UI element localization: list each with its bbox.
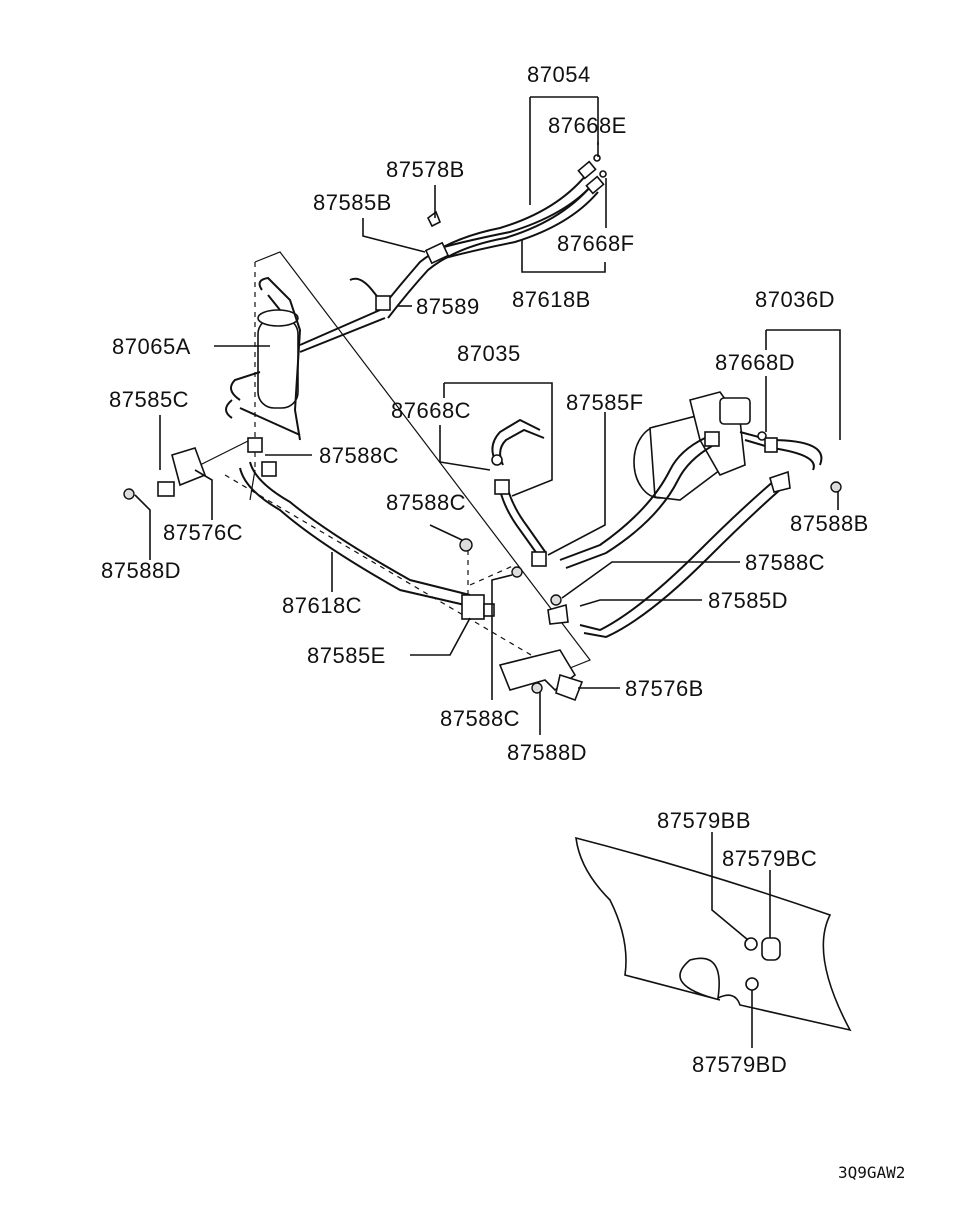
top-hose-assembly bbox=[349, 154, 607, 319]
label-87576b: 87576B bbox=[625, 676, 704, 701]
label-87585e: 87585E bbox=[307, 643, 386, 668]
label-87036d: 87036D bbox=[755, 287, 835, 312]
label-87579bd: 87579BD bbox=[692, 1052, 787, 1077]
leader-lines bbox=[134, 96, 841, 1048]
label-87668e: 87668E bbox=[548, 113, 627, 138]
label-87065a: 87065A bbox=[112, 334, 191, 359]
label-87578b: 87578B bbox=[386, 157, 465, 182]
label-87579bc: 87579BC bbox=[722, 846, 817, 871]
bolts bbox=[123, 481, 842, 694]
label-87576c: 87576C bbox=[163, 520, 243, 545]
condenser-outline bbox=[199, 251, 591, 673]
lower-hose bbox=[239, 437, 495, 620]
label-87618c: 87618C bbox=[282, 593, 362, 618]
compressor bbox=[547, 391, 823, 639]
label-87668d: 87668D bbox=[715, 350, 795, 375]
label-87588c-a: 87588C bbox=[319, 443, 399, 468]
label-87588d-b: 87588D bbox=[507, 740, 587, 765]
receiver-drier bbox=[225, 276, 386, 441]
label-87588b: 87588B bbox=[790, 511, 869, 536]
label-87585c: 87585C bbox=[109, 387, 189, 412]
label-87618b: 87618B bbox=[512, 287, 591, 312]
label-87589: 87589 bbox=[416, 294, 480, 319]
part-labels: 87054 87668E 87578B 87585B 87668F 87589 … bbox=[101, 62, 905, 1182]
label-87588d-a: 87588D bbox=[101, 558, 181, 583]
label-87588c-b: 87588C bbox=[386, 490, 466, 515]
label-87588c-d: 87588C bbox=[440, 706, 520, 731]
label-87668c: 87668C bbox=[391, 398, 471, 423]
label-87054: 87054 bbox=[527, 62, 591, 87]
diagram-code: 3Q9GAW2 bbox=[838, 1163, 905, 1182]
label-87585f: 87585F bbox=[566, 390, 644, 415]
label-87588c-c: 87588C bbox=[745, 550, 825, 575]
label-87668f: 87668F bbox=[557, 231, 635, 256]
label-87579bb: 87579BB bbox=[657, 808, 751, 833]
label-87585b: 87585B bbox=[313, 190, 392, 215]
label-87585d: 87585D bbox=[708, 588, 788, 613]
middle-hose bbox=[491, 418, 547, 567]
label-87035: 87035 bbox=[457, 341, 521, 366]
brackets bbox=[157, 447, 584, 702]
